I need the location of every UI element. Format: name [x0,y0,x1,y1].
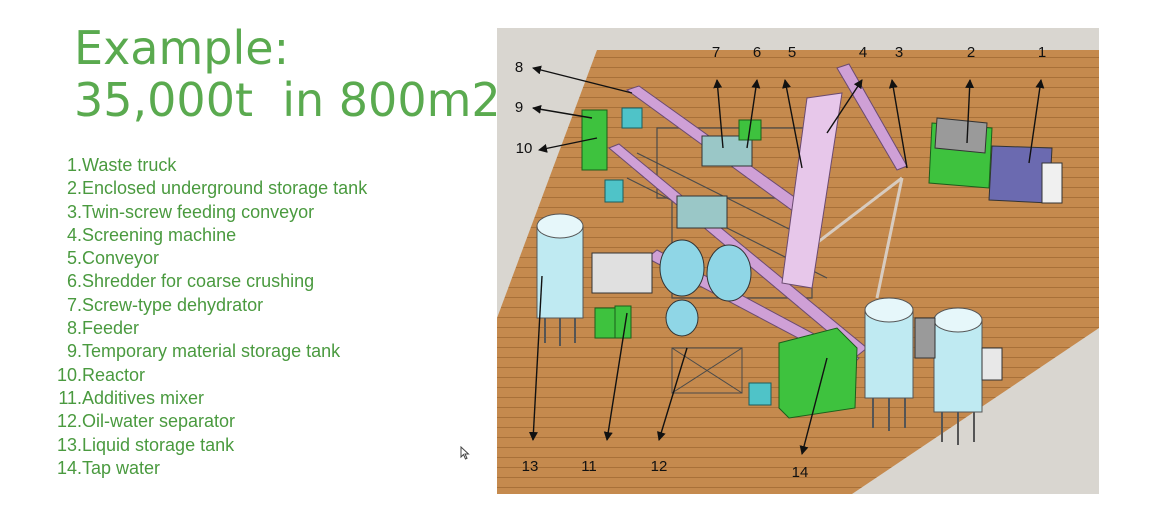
callout-labels: 1 2 3 4 5 6 7 8 9 10 11 12 13 14 [515,44,1046,481]
arrow-8 [532,65,633,94]
water-control-box [748,382,772,406]
legend-item: 7.Screw-type dehydrator [66,294,264,315]
callout-2: 2 [967,44,975,61]
callout-12: 12 [651,458,668,475]
legend-item: 4.Screening machine [66,224,237,245]
arrow-14 [799,357,828,455]
arrow-13 [528,275,543,441]
arrow-5 [782,79,803,169]
tanker-truck [914,317,1003,381]
legend-item: 11.Additives mixer [58,387,205,408]
legend-item: 14.Tap water [56,457,161,478]
callout-5: 5 [788,44,796,61]
arrow-9 [532,104,593,119]
screening-machine [781,92,843,289]
legend-item: 10.Reactor [56,364,146,385]
legend-item: 6.Shredder for coarse crushing [66,271,315,292]
arrow-3 [888,79,908,169]
legend-item: 12.Oil-water separator [56,411,236,432]
legend-item: 9.Temporary material storage tank [66,341,341,362]
callout-11: 11 [581,458,597,475]
underground-storage-tank [928,117,993,189]
legend-item: 8.Feeder [66,318,140,339]
callout-10: 10 [516,140,533,157]
legend-item: 2.Enclosed underground storage tank [66,178,368,199]
arrow-2 [965,79,975,144]
callout-13: 13 [522,458,539,475]
legend-item: 3.Twin-screw feeding conveyor [66,201,315,222]
reactor-vessels [659,239,752,337]
callout-7: 7 [712,44,720,61]
press-unit [676,195,728,229]
tap-water-tank [778,327,858,419]
arrow-4 [826,79,863,134]
callout-4: 4 [859,44,867,61]
callout-8: 8 [515,59,523,76]
title-line-1: Example: [74,21,290,75]
callout-14: 14 [792,464,809,481]
title-line-2: 35,000t in 800m2 [74,73,501,127]
mixer-housing [591,252,653,294]
dehydrator [701,135,753,167]
liquid-storage-tank-right-1 [864,297,914,431]
arrow-11 [603,312,628,441]
callout-1: 1 [1038,44,1046,61]
plant-layout-diagram: 1 2 3 4 5 6 7 8 9 10 11 12 13 14 [497,28,1099,494]
waste-truck [988,145,1063,204]
mouse-cursor-icon [460,446,470,460]
callout-arrows [528,65,1045,455]
reactor-control-box [604,179,624,203]
callout-9: 9 [515,99,523,116]
legend-item: 13.Liquid storage tank [56,434,235,455]
liquid-storage-tank-left [536,213,584,346]
page-title: Example: 35,000t in 800m2 [74,22,501,126]
arrow-6 [746,79,761,149]
callout-6: 6 [753,44,761,61]
oil-water-separator-frame [671,347,743,394]
arrow-1 [1028,79,1045,164]
legend-item: 1.Waste truck [66,155,177,175]
callout-3: 3 [895,44,903,61]
arrow-7 [713,79,724,149]
liquid-storage-tank-right-2 [933,307,983,445]
equipment-legend: 1.Waste truck 2.Enclosed underground sto… [56,154,367,480]
feeder-control-box [621,107,643,129]
arrow-10 [538,137,598,153]
legend-item: 5.Conveyor [66,248,160,269]
arrow-12 [657,347,688,441]
